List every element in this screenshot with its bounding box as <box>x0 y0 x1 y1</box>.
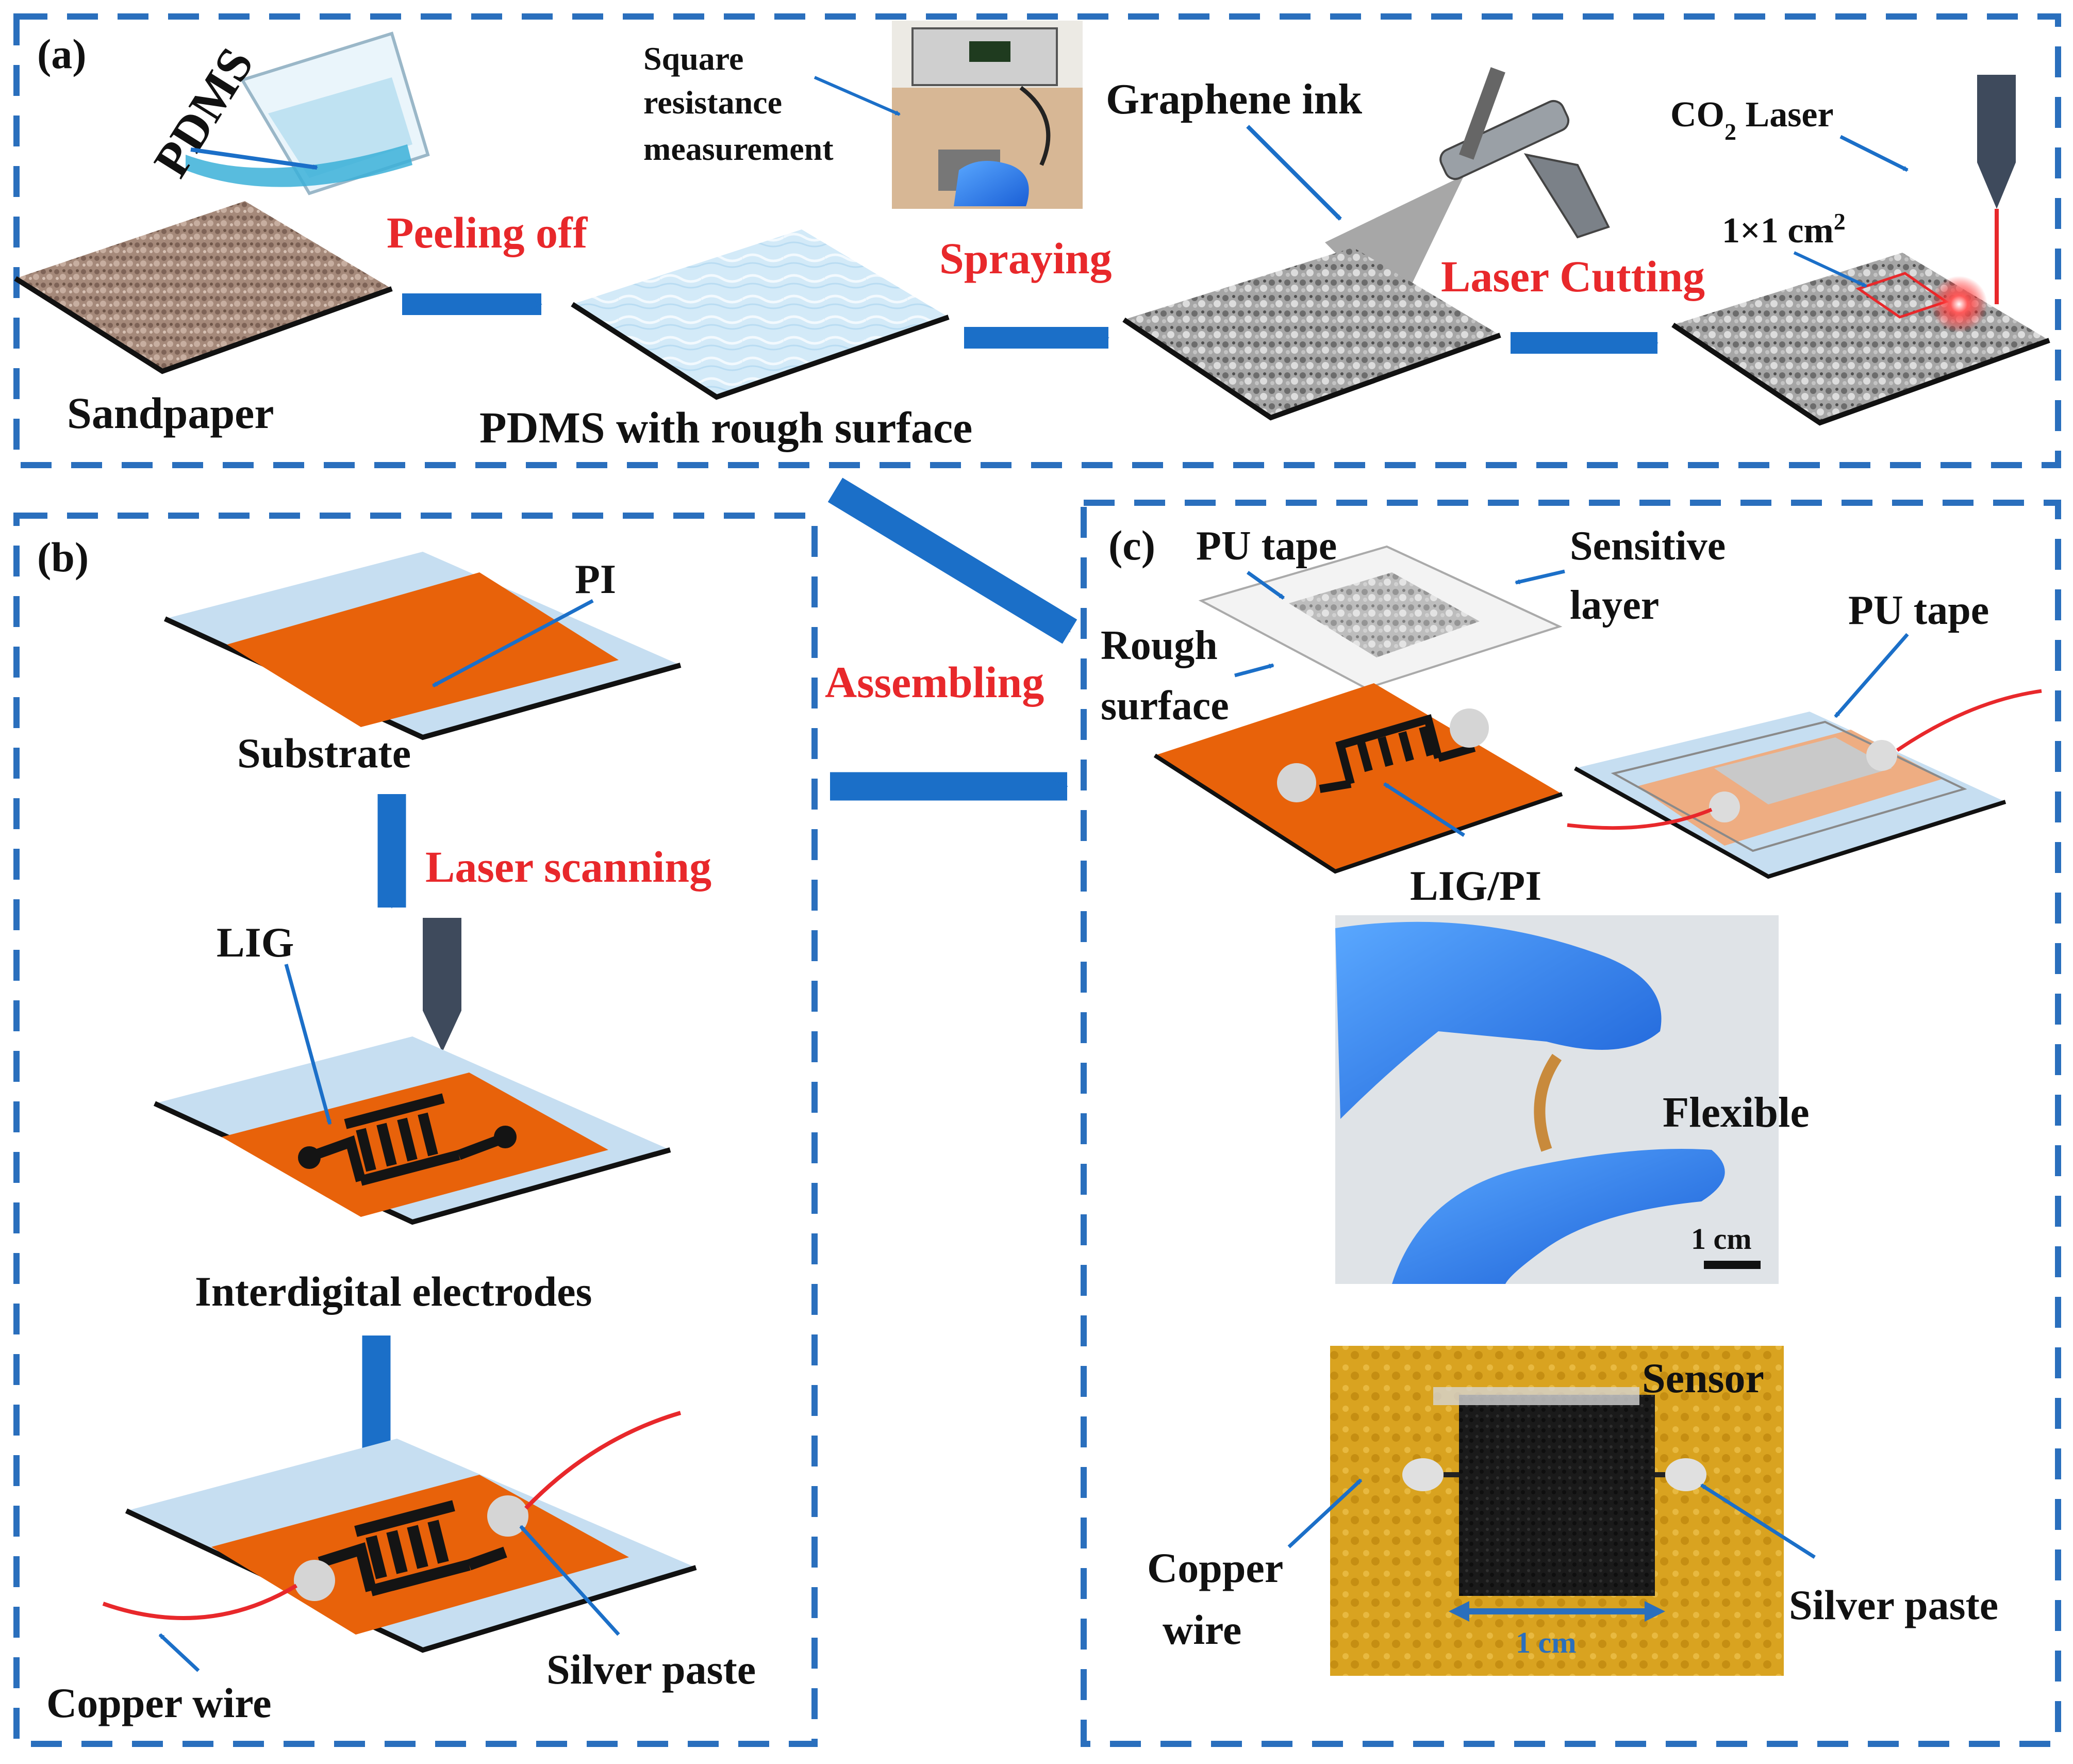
assembling-arrow-diagonal <box>827 477 1077 644</box>
square-label-2: resistance <box>643 84 782 121</box>
wired-interdigital <box>318 1500 507 1596</box>
lig-pi-pad-right <box>1450 708 1489 748</box>
copper-wire-right <box>524 1411 682 1510</box>
assembled-pu-outline <box>1611 720 1967 852</box>
copper-wire-left <box>102 1584 298 1620</box>
pu-tape-top-pointer <box>1246 571 1285 600</box>
pu-tape-top-label: PU tape <box>1196 523 1337 569</box>
substrate-label: Substrate <box>237 730 411 777</box>
spray-gun-icon <box>1325 67 1610 315</box>
copper-label-2: wire <box>1163 1606 1241 1653</box>
pi-label: PI <box>575 557 616 602</box>
pu-tape-right-pointer <box>1834 633 1909 718</box>
flexible-photo <box>1335 915 1779 1284</box>
pu-tape-right-label: PU tape <box>1848 588 1989 633</box>
sensitive-label-1: Sensitive <box>1570 523 1726 569</box>
silver-paste-label-b: Silver paste <box>546 1646 756 1693</box>
copper-wire-pointer <box>158 1633 200 1672</box>
beaker-icon <box>186 31 430 195</box>
electrode-pi <box>222 1073 608 1217</box>
lig-pi-label: LIG/PI <box>1410 862 1541 909</box>
sensitive-layer-square <box>1289 572 1480 657</box>
resistance-meter-photo <box>892 21 1083 209</box>
square-label-3: measurement <box>643 130 834 167</box>
scale-label-photo: 1 cm <box>1691 1222 1752 1256</box>
co2-laser-pointer <box>1839 135 1909 172</box>
panel-a-tag: (a) <box>37 30 87 77</box>
spraying-label: Spraying <box>939 234 1112 283</box>
scale-label-sensor: 1 cm <box>1516 1626 1577 1659</box>
copper-label-1: Copper <box>1147 1544 1283 1591</box>
assembling-label: Assembling <box>825 657 1044 707</box>
interdigital-label: Interdigital electrodes <box>195 1268 592 1315</box>
cut-slab <box>1673 253 2049 423</box>
silver-paste-label-c: Silver paste <box>1789 1581 1998 1628</box>
panel-a-frame <box>13 13 2061 468</box>
lig-label: LIG <box>217 919 294 966</box>
copper-pointer-c <box>1287 1478 1363 1548</box>
co2-laser-head <box>1977 75 2016 162</box>
graphene-ink-label: Graphene ink <box>1106 75 1362 123</box>
panel-c-frame <box>1081 500 2061 1747</box>
co2-laser-label: CO2 Laser <box>1670 95 1834 145</box>
lig-pi-pointer <box>1383 782 1465 837</box>
sensor-photo <box>1330 1346 1784 1676</box>
area-pointer <box>1793 251 1867 288</box>
pdms-rough-label: PDMS with rough surface <box>479 403 972 452</box>
laser-cutting-label: Laser Cutting <box>1441 252 1705 301</box>
panel-c-tag: (c) <box>1108 522 1155 569</box>
silver-pointer-c <box>1700 1483 1816 1559</box>
square-pointer <box>814 76 901 116</box>
peeling-off-label: Peeling off <box>387 208 588 257</box>
sensitive-pointer <box>1515 569 1565 585</box>
panel-b-tag: (b) <box>37 534 89 581</box>
pi-pointer <box>432 599 594 688</box>
sandpaper-slab <box>15 201 392 371</box>
sensor-label: Sensor <box>1642 1355 1764 1402</box>
silver-pad-left <box>294 1560 335 1601</box>
interdigital-pattern <box>312 1093 502 1186</box>
lig-pi-pad-left <box>1277 763 1316 802</box>
scale-bar-photo <box>1704 1261 1761 1269</box>
lig-pointer <box>284 964 332 1125</box>
pi-layer <box>227 572 619 727</box>
silver-pad-right <box>487 1495 528 1537</box>
pdms-slab <box>572 229 949 397</box>
laser-scanning-label: Laser scanning <box>425 842 711 892</box>
pdms-label: PDMS <box>143 38 264 186</box>
laser-head-b <box>423 918 461 1011</box>
flexible-label: Flexible <box>1663 1089 1810 1136</box>
lig-pi-layer <box>1155 683 1562 871</box>
graphene-slab <box>1124 248 1500 418</box>
silver-paste-pointer <box>519 1525 620 1636</box>
rough-pointer <box>1234 663 1274 678</box>
panel-b-frame <box>13 513 818 1747</box>
square-label-1: Square <box>643 40 743 77</box>
lig-pi-pattern <box>1319 714 1476 793</box>
sensitive-label-2: layer <box>1570 583 1659 628</box>
graphene-ink-pointer <box>1246 125 1342 221</box>
copper-wire-label-b: Copper wire <box>46 1679 272 1726</box>
sandpaper-label: Sandpaper <box>67 388 274 438</box>
pdms-pointer <box>190 147 318 170</box>
laser-spark <box>1931 276 1987 333</box>
assembled-sensitive <box>1714 737 1892 804</box>
rough-label-1: Rough <box>1101 623 1218 668</box>
area-label: 1×1 cm2 <box>1722 208 1846 251</box>
rough-label-2: surface <box>1101 683 1229 729</box>
